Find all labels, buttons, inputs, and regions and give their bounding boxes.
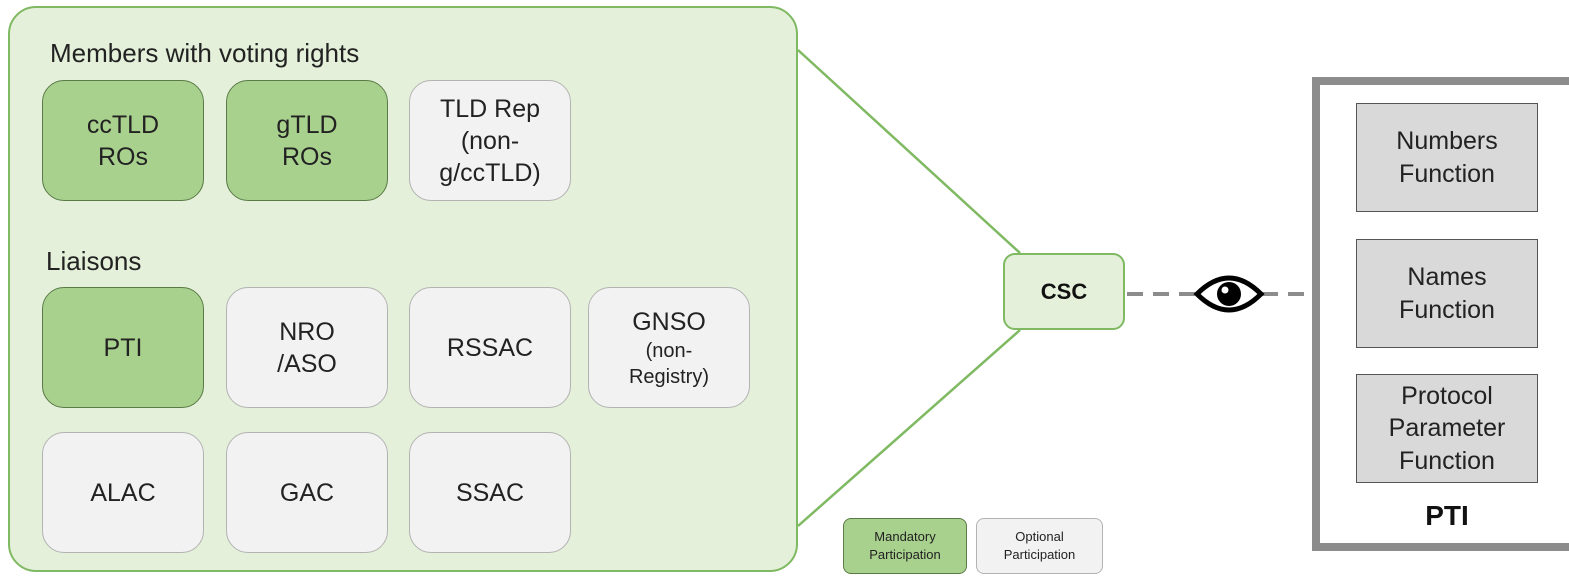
- eye-icon: [1193, 275, 1265, 313]
- liaison-box-label: SSAC: [455, 478, 525, 507]
- liaison-box-nro-aso: NRO /ASO: [226, 287, 388, 408]
- liaisons-title: Liaisons: [46, 246, 142, 276]
- protocol-parameter-function-box: Protocol Parameter Function: [1356, 374, 1538, 483]
- liaison-box-label: GNSO: [632, 307, 706, 336]
- names-function-box: Names Function: [1356, 239, 1538, 348]
- liaison-box-label: PTI: [103, 333, 143, 362]
- liaison-box-label: ALAC: [90, 478, 156, 507]
- liaison-box-sublabel: (non- Registry): [628, 339, 709, 388]
- member-box-gtld: gTLD ROs: [226, 80, 388, 201]
- member-box-label: TLD Rep (non- g/ccTLD): [439, 94, 541, 187]
- member-box-tld-rep: TLD Rep (non- g/ccTLD): [409, 80, 571, 201]
- function-label: Protocol Parameter Function: [1388, 381, 1506, 475]
- liaison-box-label: GAC: [279, 478, 335, 507]
- liaison-box-ssac: SSAC: [409, 432, 571, 553]
- members-title: Members with voting rights: [50, 38, 360, 68]
- member-box-label: ccTLD ROs: [86, 110, 160, 171]
- liaison-box-label: RSSAC: [446, 333, 534, 362]
- liaison-box-gnso: GNSO (non- Registry): [588, 287, 750, 408]
- function-label: Numbers Function: [1396, 127, 1498, 188]
- legend-optional-label: Optional Participation: [1003, 529, 1076, 562]
- numbers-function-box: Numbers Function: [1356, 103, 1538, 212]
- legend-mandatory: Mandatory Participation: [843, 518, 967, 574]
- liaison-box-pti: PTI: [42, 287, 204, 408]
- legend-mandatory-label: Mandatory Participation: [869, 529, 941, 562]
- csc-label: CSC: [1040, 278, 1088, 304]
- liaison-box-gac: GAC: [226, 432, 388, 553]
- pti-label: PTI: [1425, 500, 1469, 531]
- member-box-label: gTLD ROs: [276, 110, 338, 171]
- liaison-box-rssac: RSSAC: [409, 287, 571, 408]
- member-box-cctld: ccTLD ROs: [42, 80, 204, 201]
- function-label: Names Function: [1399, 263, 1495, 324]
- legend-optional: Optional Participation: [976, 518, 1103, 574]
- liaison-box-label: NRO /ASO: [277, 317, 337, 378]
- connector-top-line: [797, 49, 1021, 254]
- connector-bottom-line: [797, 329, 1021, 527]
- csc-box: CSC: [1003, 253, 1125, 330]
- liaison-box-alac: ALAC: [42, 432, 204, 553]
